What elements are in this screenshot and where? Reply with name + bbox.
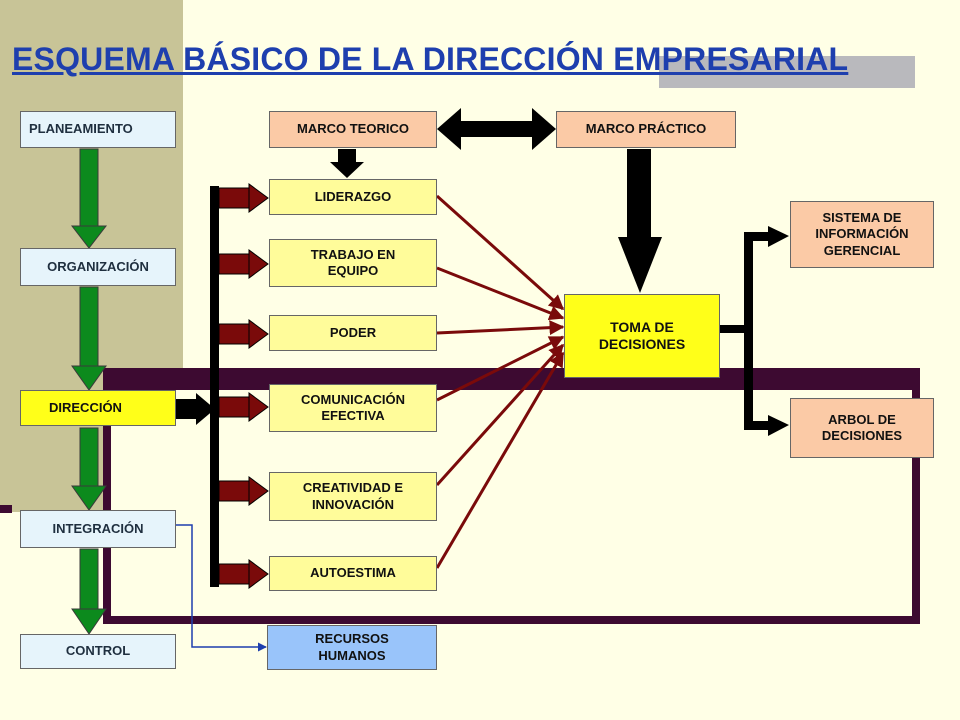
red-block-arrow (218, 319, 269, 349)
autoestima-box: AUTOESTIMA (269, 556, 437, 591)
skills-bus-bar (210, 186, 219, 587)
liderazgo-label: LIDERAZGO (314, 188, 392, 204)
skill-branch-arrows (218, 183, 269, 589)
arbol-decisiones-label: ARBOL DE DECISIONES (821, 411, 903, 443)
planeamiento-box: PLANEAMIENTO (20, 111, 176, 148)
autoestima-label: AUTOESTIMA (310, 565, 396, 581)
marco-teorico-label: MARCO TEORICO (297, 121, 409, 137)
direccion-label: DIRECCIÓN (49, 399, 122, 415)
planeamiento-label: PLANEAMIENTO (29, 121, 133, 137)
red-block-arrow (218, 476, 269, 506)
liderazgo-box: LIDERAZGO (269, 179, 437, 215)
integracion-box: INTEGRACIÓN (20, 510, 176, 548)
organizacion-label: ORGANIZACIÓN (47, 258, 149, 274)
direccion-box: DIRECCIÓN (20, 390, 176, 426)
toma-de-decisiones-box: TOMA DE DECISIONES (564, 294, 720, 378)
control-box: CONTROL (20, 634, 176, 669)
creatividad-box: CREATIVIDAD E INNOVACIÓN (269, 472, 437, 521)
green-arrow (71, 427, 107, 511)
organizacion-box: ORGANIZACIÓN (20, 248, 176, 286)
integracion-label: INTEGRACIÓN (52, 520, 144, 536)
direccion-to-bus-arrow (175, 393, 215, 425)
red-arrow (435, 351, 565, 569)
trabajo-en-equipo-box: TRABAJO EN EQUIPO (269, 239, 437, 287)
integracion-to-recursos-arrow (176, 524, 267, 652)
green-arrow (71, 286, 107, 391)
recursos-humanos-box: RECURSOS HUMANOS (267, 625, 437, 670)
control-label: CONTROL (65, 643, 131, 659)
red-arrow (435, 343, 565, 487)
sistema-informacion-box: SISTEMA DE INFORMACIÓN GERENCIAL (790, 201, 934, 268)
marco-practico-label: MARCO PRÁCTICO (585, 121, 707, 137)
sistema-informacion-label: SISTEMA DE INFORMACIÓN GERENCIAL (815, 210, 909, 258)
comunicacion-label: COMUNICACIÓN EFECTIVA (301, 391, 405, 423)
marco-double-arrow (437, 108, 556, 150)
page-title: ESQUEMA BÁSICO DE LA DIRECCIÓN EMPRESARI… (12, 41, 849, 77)
trabajo-en-equipo-label: TRABAJO EN EQUIPO (310, 246, 396, 278)
arbol-decisiones-box: ARBOL DE DECISIONES (790, 398, 934, 458)
practico-down-arrow (618, 149, 662, 293)
teorico-down-arrow (330, 149, 364, 178)
red-arrow (436, 335, 565, 402)
green-arrow (71, 548, 107, 635)
skill-to-decision-arrows (435, 194, 565, 569)
poder-box: PODER (269, 315, 437, 351)
creatividad-label: CREATIVIDAD E INNOVACIÓN (302, 480, 404, 512)
recursos-humanos-label: RECURSOS HUMANOS (315, 631, 389, 663)
comunicacion-box: COMUNICACIÓN EFECTIVA (269, 384, 437, 432)
marco-practico-box: MARCO PRÁCTICO (556, 111, 736, 148)
red-block-arrow (218, 559, 269, 589)
green-arrow (70, 148, 108, 249)
red-arrow (435, 194, 565, 311)
red-block-arrow (218, 249, 269, 279)
process-arrows (70, 148, 108, 635)
poder-label: PODER (329, 324, 377, 340)
red-block-arrow (218, 183, 269, 213)
toma-de-decisiones-label: TOMA DE DECISIONES (598, 318, 686, 353)
title-shadow (659, 56, 915, 88)
red-arrow (436, 266, 565, 320)
marco-teorico-box: MARCO TEORICO (269, 111, 437, 148)
red-arrow (436, 320, 565, 336)
red-block-arrow (218, 392, 269, 422)
decision-output-connector (720, 226, 789, 436)
